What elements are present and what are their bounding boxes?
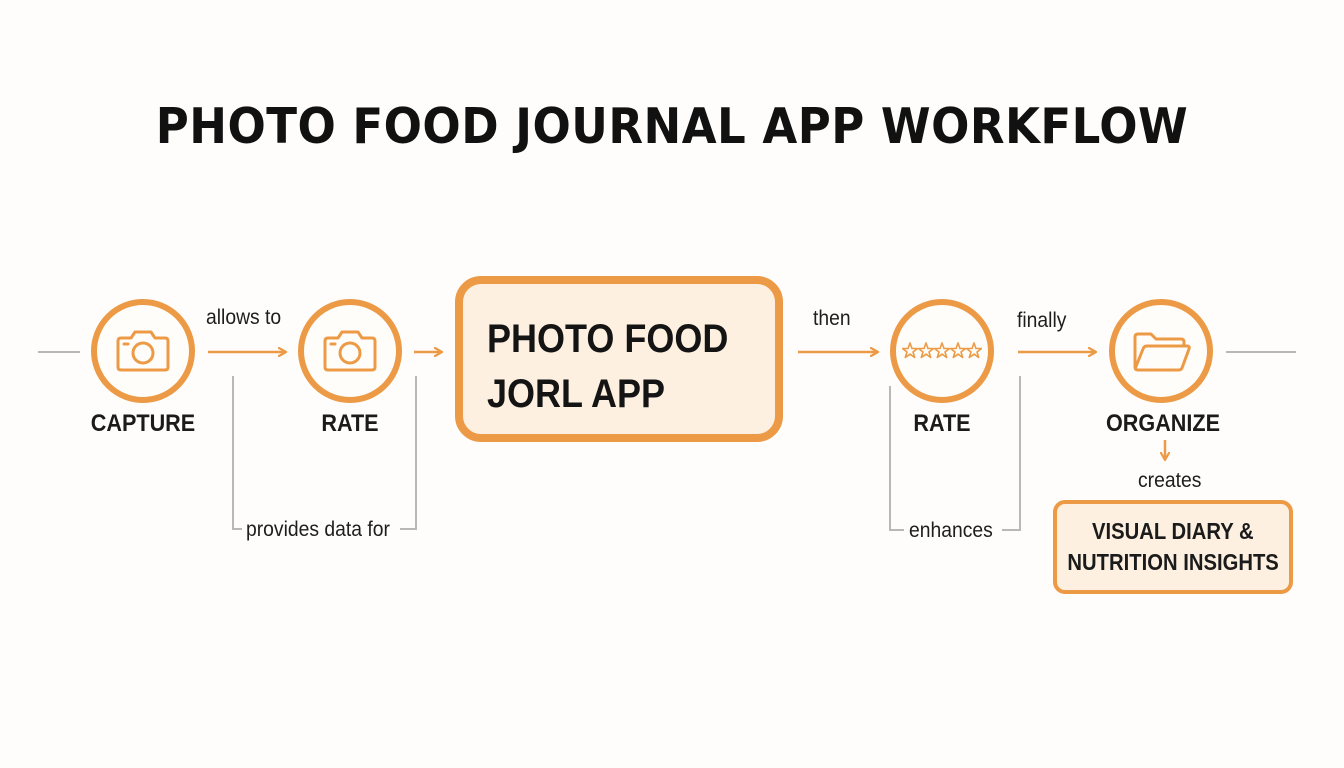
insights-line-1: VISUAL DIARY & (1092, 518, 1254, 544)
bracket-provides-data (232, 376, 242, 530)
folder-icon (1133, 332, 1191, 372)
center-box-line-1: PHOTO FOOD (487, 317, 729, 361)
rate-label-1: RATE (321, 410, 379, 437)
rate-node-2 (890, 299, 994, 403)
capture-label: CAPTURE (90, 410, 196, 437)
bracket-enhances (889, 386, 904, 531)
center-box-line-2: JORL APP (487, 372, 666, 416)
diagram-title: PHOTO FOOD JOURNAL APP WORKFLOW (155, 98, 1189, 155)
rate-label-2: RATE (913, 410, 971, 437)
organize-node (1109, 299, 1213, 403)
rate-node-1 (298, 299, 402, 403)
edge-label-provides-data-for: provides data for (246, 518, 390, 541)
insights-box: VISUAL DIARY & NUTRITION INSIGHTS (1053, 500, 1293, 594)
capture-node (91, 299, 195, 403)
camera-icon (116, 330, 170, 372)
edge-label-allows-to: allows to (206, 306, 282, 329)
center-app-box: PHOTO FOOD JORL APP (455, 276, 783, 442)
camera-icon (323, 330, 377, 372)
bracket-enhances-right (1002, 376, 1021, 531)
five-stars-icon (902, 342, 982, 359)
edge-label-finally: finally (1017, 309, 1067, 332)
edge-label-then: then (813, 307, 851, 330)
edge-label-enhances: enhances (909, 519, 993, 542)
insights-line-2: NUTRITION INSIGHTS (1067, 549, 1279, 575)
edge-label-creates: creates (1138, 469, 1202, 492)
bracket-provides-data-right (400, 376, 417, 530)
organize-label: ORGANIZE (1105, 410, 1220, 437)
